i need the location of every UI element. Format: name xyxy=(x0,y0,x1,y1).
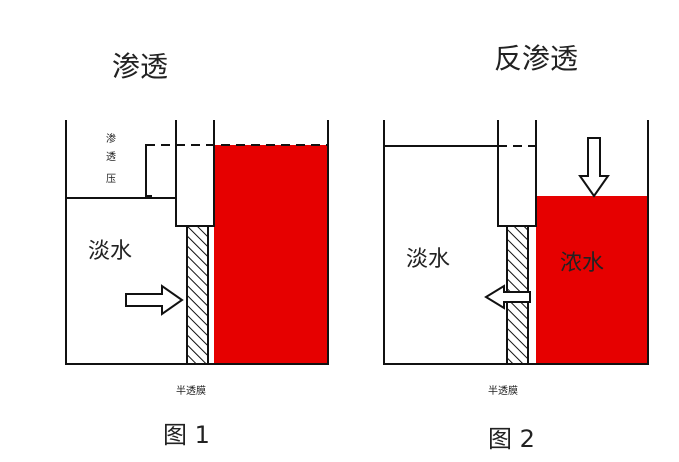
concentrate-water-label-fig2: 浓水 xyxy=(560,251,604,276)
pressure-bracket xyxy=(145,144,152,197)
figure-reverse-osmosis: 反渗透 淡水 浓水 半透膜 图 2 xyxy=(383,42,649,453)
figure1-title: 渗透 xyxy=(112,50,168,83)
divider-tube-fig1 xyxy=(175,120,215,227)
arrow-left-icon xyxy=(484,284,531,310)
vertical-label-2: 透 xyxy=(106,151,116,163)
arrow-down-icon xyxy=(578,137,610,198)
membrane-label-fig1: 半透膜 xyxy=(176,384,206,397)
fresh-water-label-fig1: 淡水 xyxy=(88,239,132,264)
fresh-water-label-fig2: 淡水 xyxy=(406,247,450,272)
membrane-fig1 xyxy=(186,225,209,365)
vertical-label-1: 渗 xyxy=(106,132,116,145)
membrane-label-fig2: 半透膜 xyxy=(488,384,518,397)
figure1-caption: 图 1 xyxy=(163,421,210,449)
vertical-label-3: 压 xyxy=(106,173,116,185)
figure-osmosis: 渗透 渗 透 压 淡水 半透膜 图 1 xyxy=(65,50,329,449)
figure2-caption: 图 2 xyxy=(488,425,535,453)
figure2-title: 反渗透 xyxy=(494,42,578,75)
concentrate-water-fig1 xyxy=(214,145,328,364)
arrow-right-icon xyxy=(125,284,184,316)
concentrate-water-fig2 xyxy=(536,196,648,364)
divider-tube-fig2 xyxy=(497,120,537,227)
